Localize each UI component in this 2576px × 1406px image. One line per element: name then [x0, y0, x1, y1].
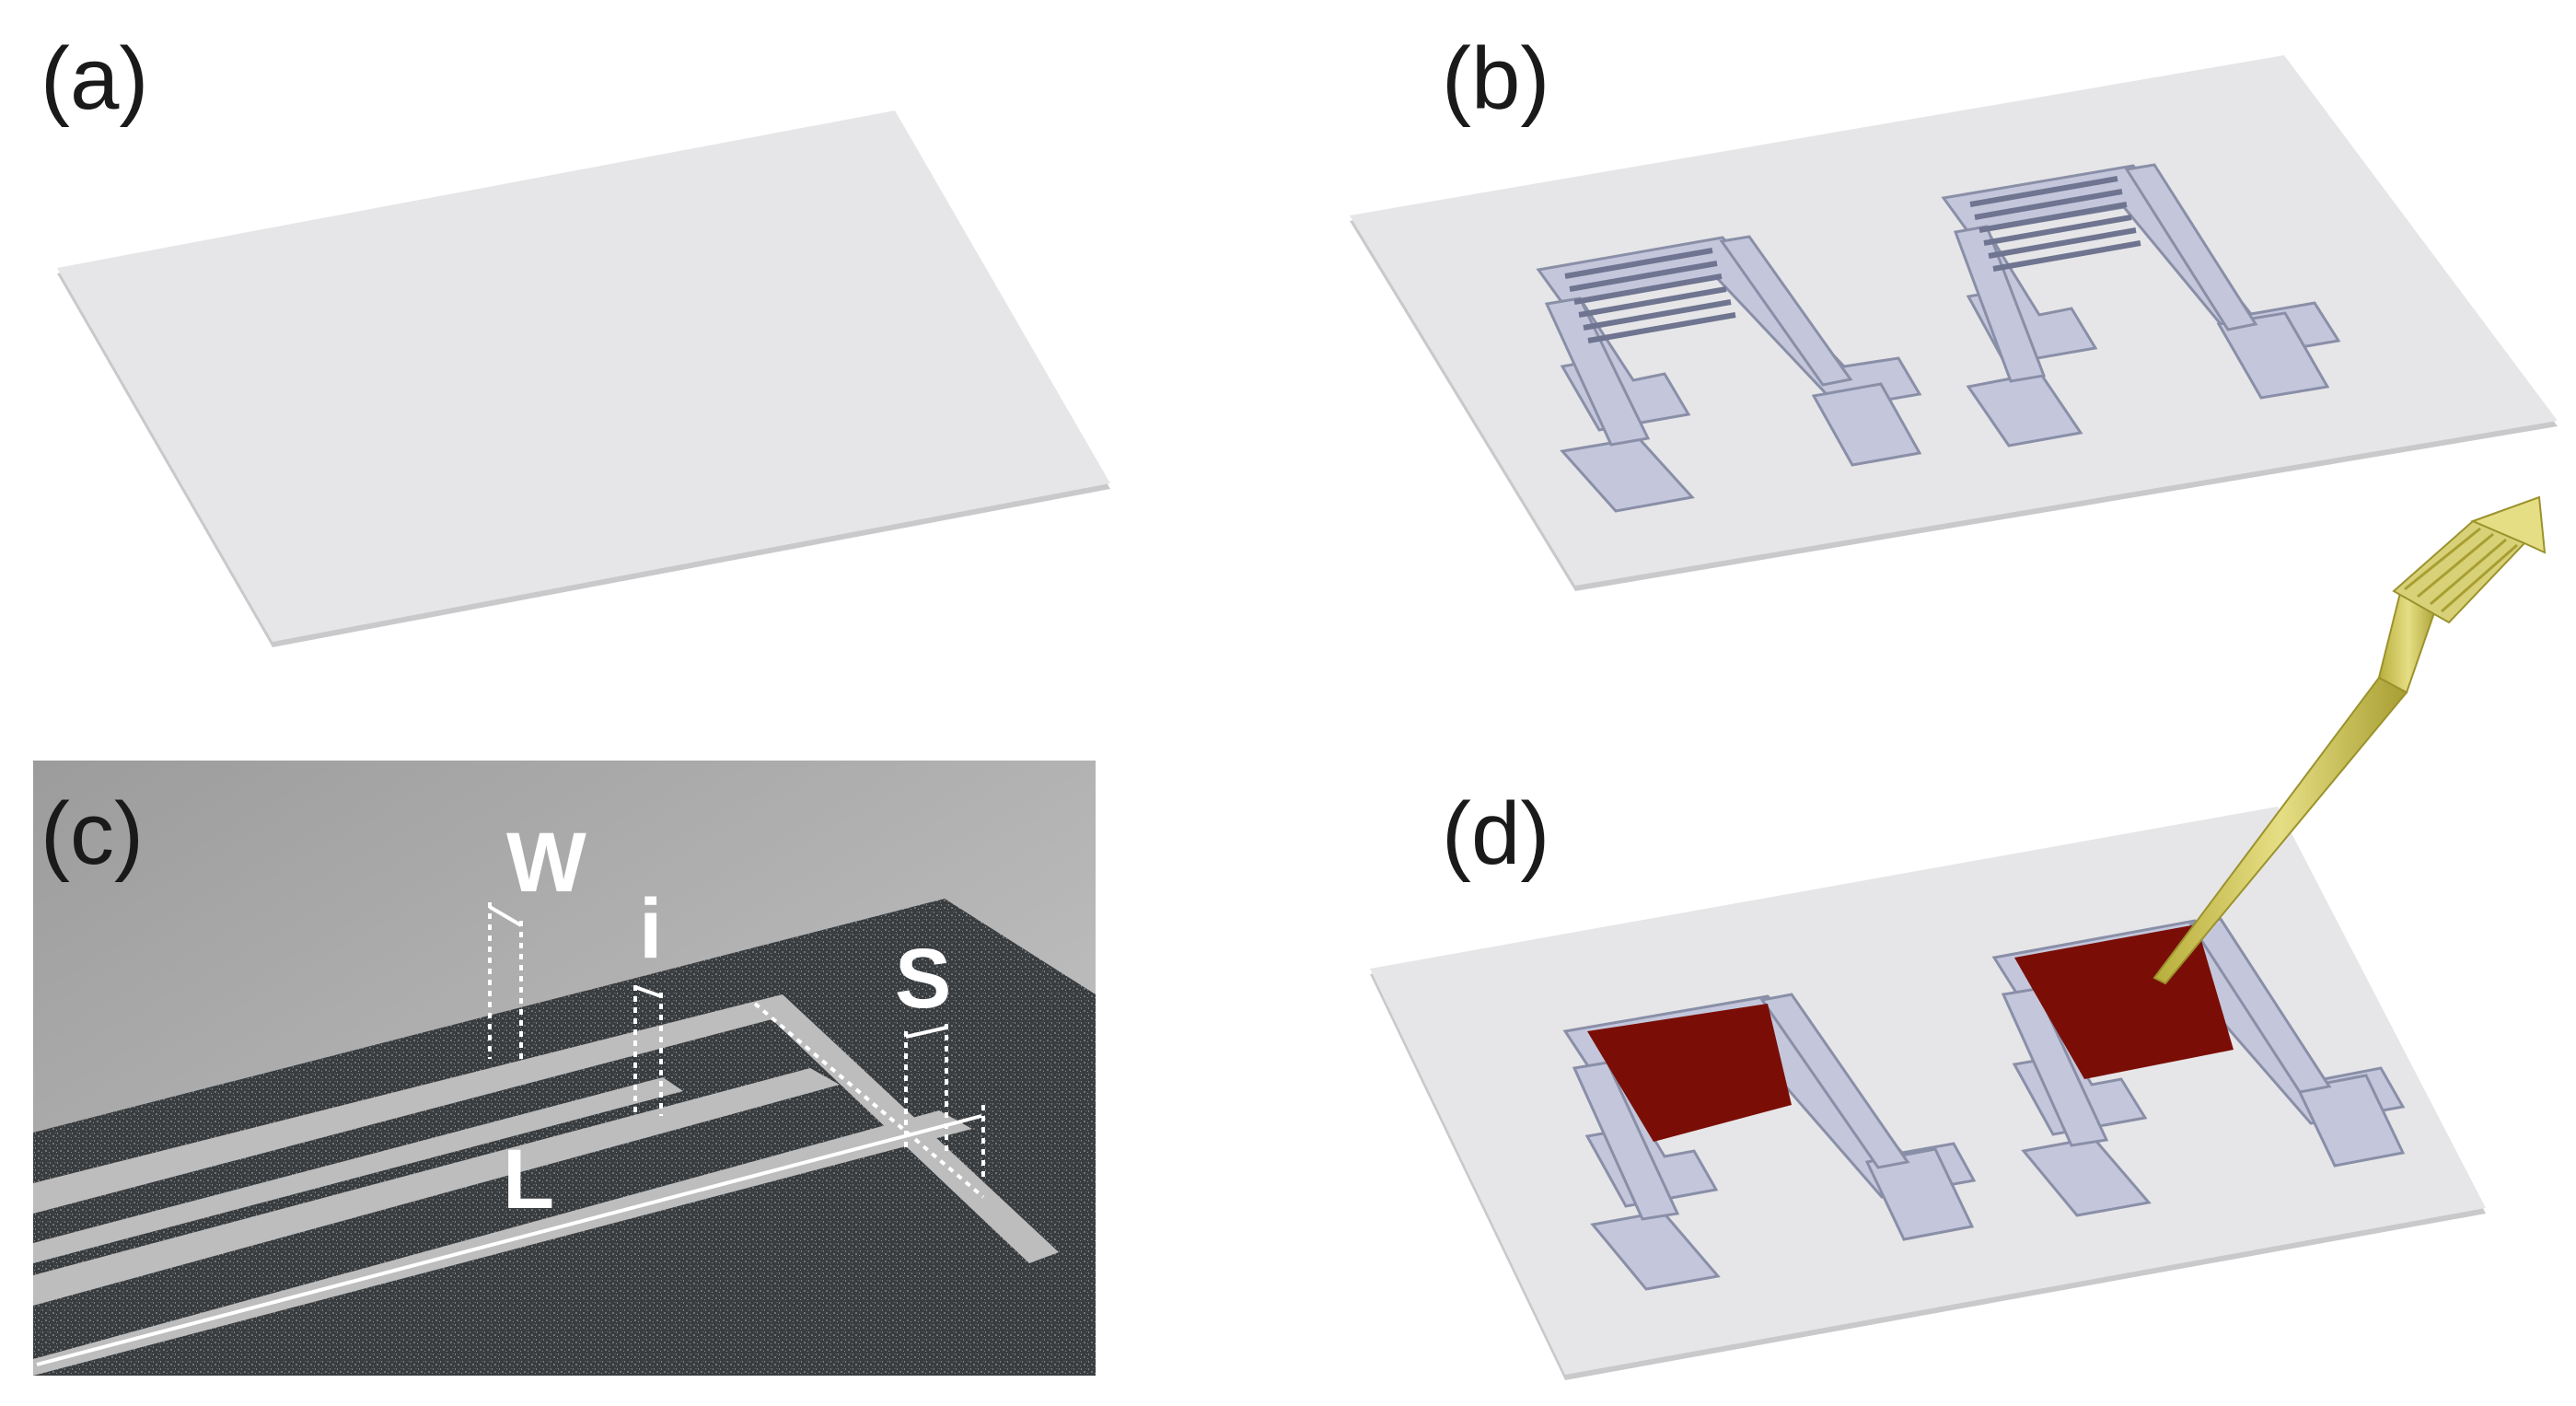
panel-b-electrode-2 [1941, 163, 2341, 447]
dimension-l-label: L [503, 1133, 554, 1226]
panel-c-w-arrow [488, 905, 523, 927]
panel-d-label: (d) [1442, 784, 1549, 883]
panel-c-fingers [33, 994, 1059, 1376]
panel-c-label: (c) [41, 784, 144, 883]
dimension-i-label: i [639, 882, 663, 976]
panel-b: (b) [1350, 29, 2558, 591]
panel-c-l-arrow [36, 1114, 982, 1366]
panel-a: (a) [41, 29, 1110, 647]
panel-b-electrode-1 [1536, 235, 1922, 513]
panel-d-electrode-1 [1562, 993, 1977, 1291]
panel-a-substrate [57, 110, 1110, 642]
pipette-icon [2152, 495, 2547, 985]
panel-c-s-arrow [905, 1026, 947, 1039]
panel-c-i-arrow [634, 985, 662, 998]
dimension-s-label: S [895, 932, 951, 1026]
panel-b-substrate [1350, 55, 2558, 586]
panel-a-label: (a) [41, 29, 148, 128]
panel-c-dimension-lines [488, 902, 985, 1199]
sensing-film-1 [1587, 1004, 1792, 1142]
panel-d: (d) [1370, 495, 2547, 1380]
dimension-w-label: W [506, 816, 586, 910]
panel-c: (c) W i S L [33, 761, 1096, 1376]
panel-b-label: (b) [1442, 29, 1549, 128]
